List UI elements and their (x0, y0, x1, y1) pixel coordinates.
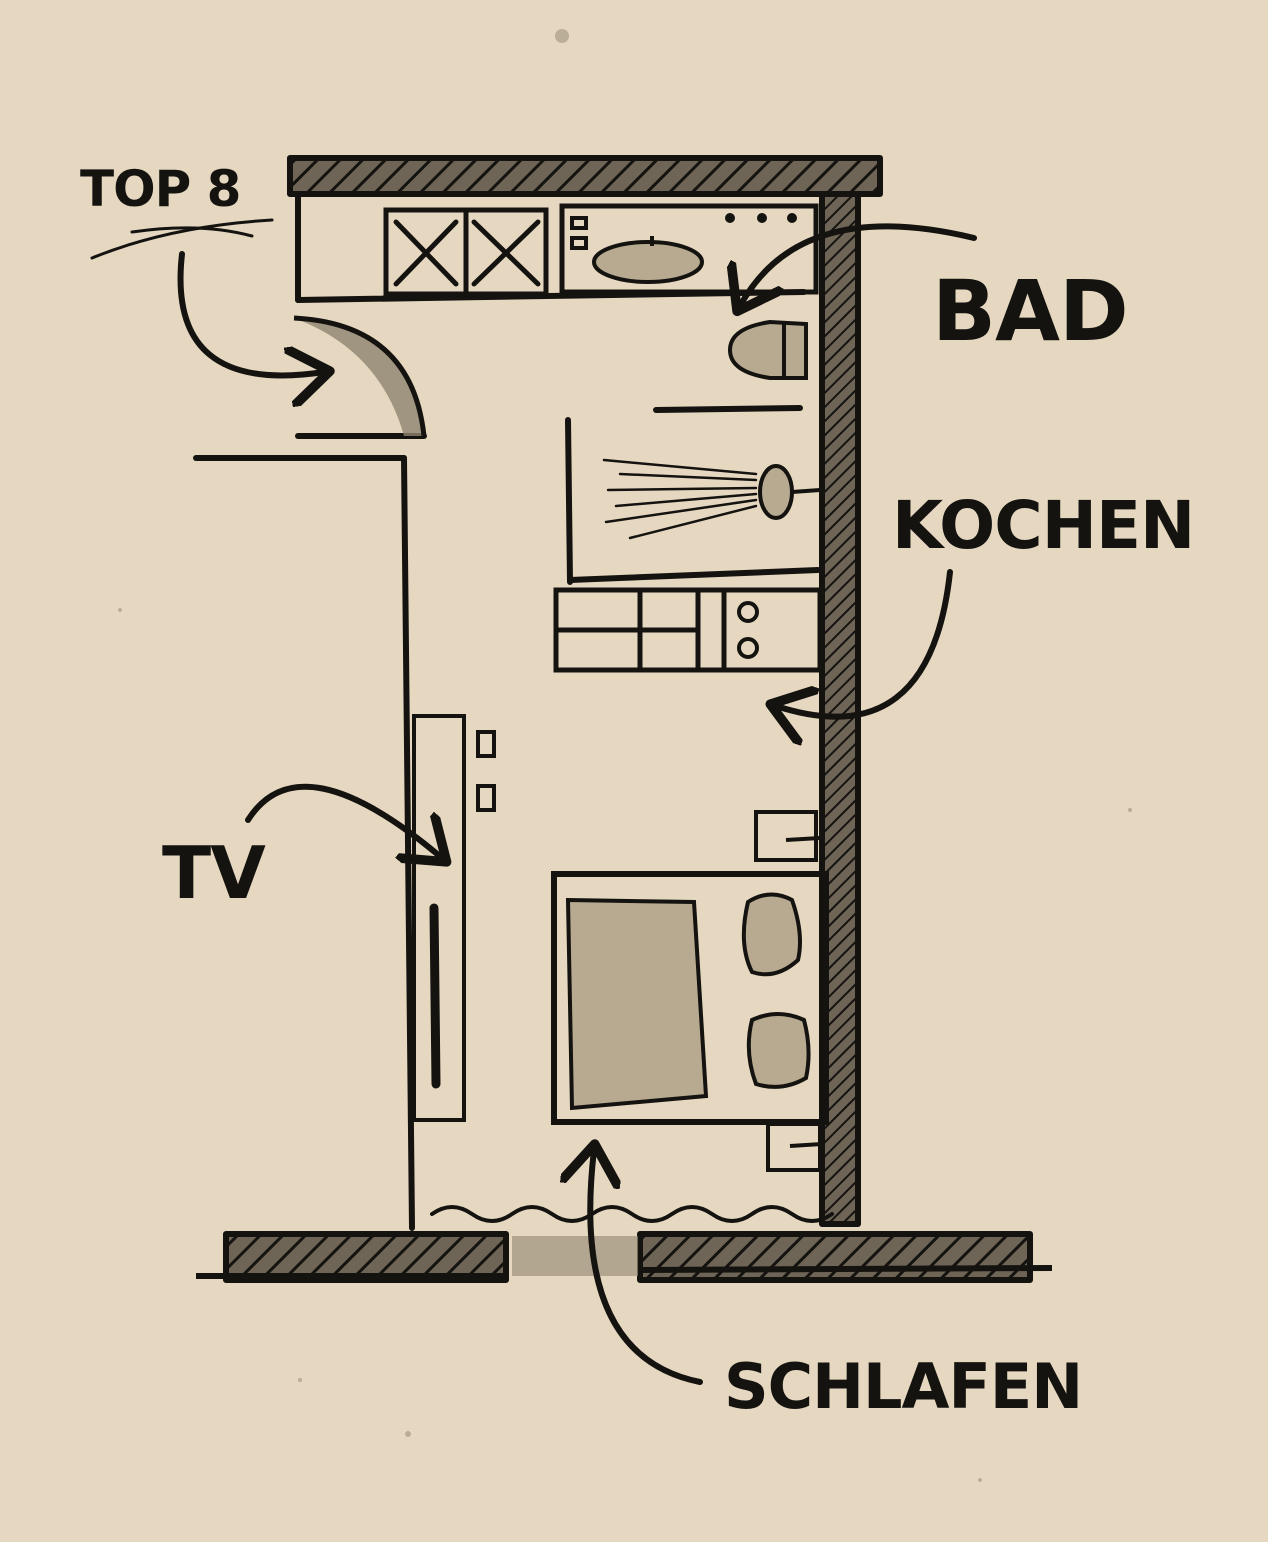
nightstand (766, 1122, 822, 1172)
annotation-arrows (90, 218, 977, 1385)
label-tv: TV (162, 831, 266, 915)
paper-texture (118, 29, 1132, 1482)
nightstand (754, 810, 818, 862)
arrow-bad (740, 223, 977, 306)
shower-head (758, 464, 794, 520)
interior-walls (193, 193, 821, 1231)
curtain (430, 1205, 834, 1223)
bed (551, 810, 829, 1172)
window (512, 1236, 638, 1276)
stove-burner (737, 601, 759, 623)
bottom-wall-right (637, 1231, 1033, 1283)
bathroom-fixtures (559, 203, 821, 540)
toilet (727, 319, 808, 380)
bottom-wall-left (223, 1231, 509, 1283)
pillow (746, 1012, 811, 1089)
blanket (565, 897, 709, 1111)
shower-spray (602, 458, 758, 540)
arrow-top8 (177, 251, 324, 375)
stove-burner (737, 637, 759, 659)
label-schlafen: SCHLAFEN (724, 1350, 1082, 1423)
right-wall (819, 191, 861, 1227)
kitchen-counter (553, 587, 823, 673)
label-top8: TOP 8 (80, 160, 240, 218)
vanity (559, 203, 819, 295)
arrow-schlafen (590, 1150, 703, 1385)
tv-cabinet (412, 714, 496, 1122)
pillow (741, 892, 802, 977)
arrow-kochen (776, 569, 953, 717)
sink (592, 240, 704, 284)
arrow-tv (245, 783, 442, 858)
exterior-walls (196, 155, 1053, 1283)
wardrobe (383, 207, 549, 297)
entrance-door (293, 315, 427, 437)
label-kochen: KOCHEN (892, 487, 1194, 564)
top-wall (287, 155, 883, 197)
label-bad: BAD (932, 262, 1128, 360)
